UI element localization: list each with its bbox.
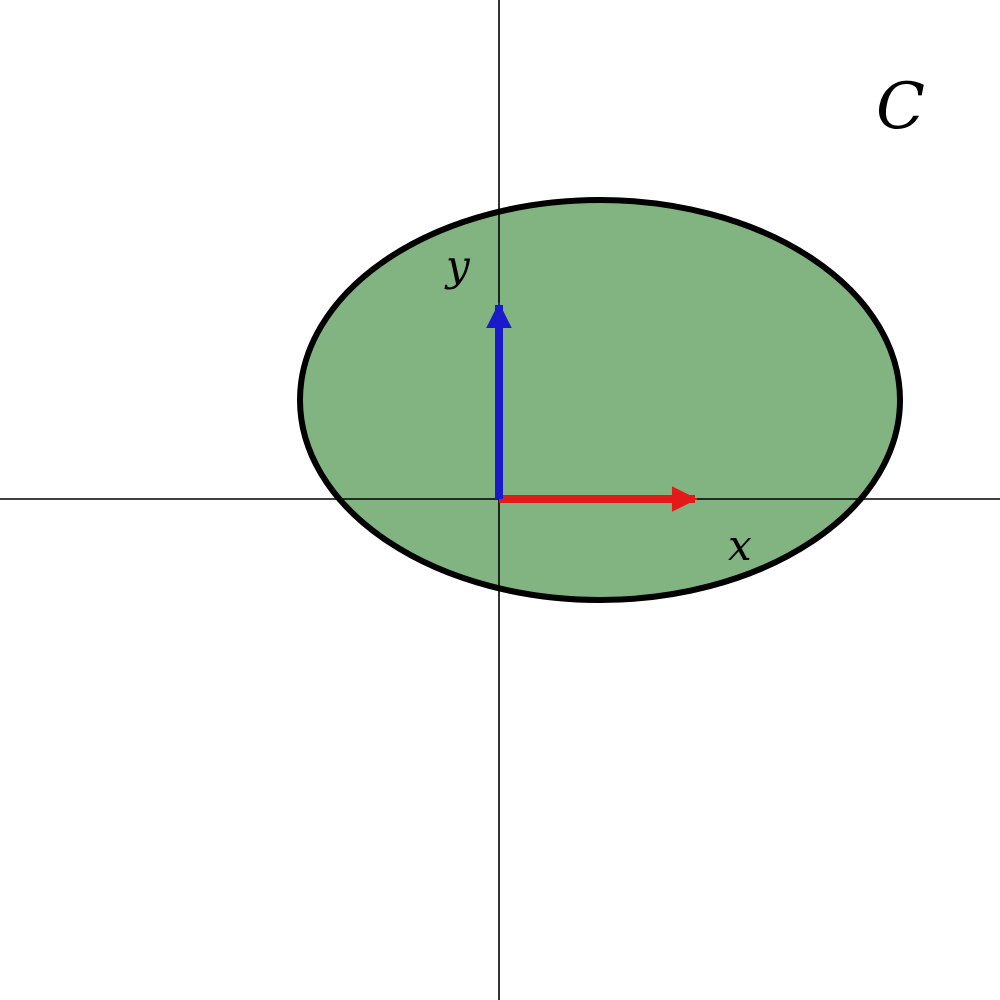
y-axis-label: y	[444, 241, 471, 290]
enclosed-region	[300, 200, 900, 600]
curve-label: C	[876, 70, 925, 144]
curve-c	[297, 197, 903, 603]
x-axis-label: x	[728, 521, 752, 570]
